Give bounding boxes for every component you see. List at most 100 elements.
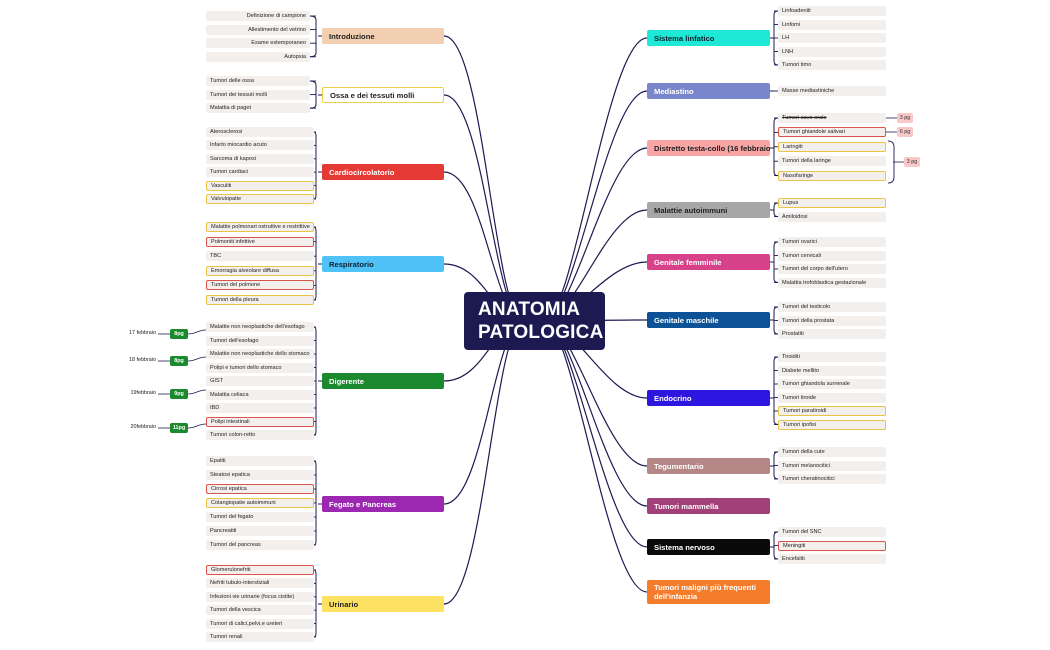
leaf-item[interactable]: Cirrosi epatica (206, 484, 314, 494)
central-topic[interactable]: ANATOMIA PATOLOGICA (464, 292, 605, 350)
connector-line (443, 35, 525, 322)
leaf-item[interactable]: Esame estemporaneo (206, 38, 310, 49)
connector-line (543, 320, 648, 593)
leaf-item[interactable]: Tumori tiroide (778, 392, 886, 403)
leaf-item[interactable]: Tumori del polmone (206, 280, 314, 291)
leaf-item[interactable]: Polipi intestinali (206, 416, 314, 427)
branch-sistema-linfatico[interactable]: Sistema linfatico (647, 30, 770, 46)
leaf-item[interactable]: Tiroiditi (778, 352, 886, 362)
leaf-item[interactable]: Tumori della prostata (778, 315, 886, 326)
leaf-item[interactable]: Definizione di campione (206, 11, 310, 21)
leaf-item[interactable]: Tumori melanocitici (778, 460, 886, 471)
leaf-item[interactable]: Malattia celiaca (206, 389, 314, 400)
leaf-item[interactable]: Tumori del testicolo (778, 302, 886, 312)
leaf-item[interactable]: Tumori colon-retto (206, 430, 314, 440)
leaf-item[interactable]: Tumori del corpo dell'utero (778, 264, 886, 274)
leaf-item[interactable]: GIST (206, 376, 314, 386)
leaf-item[interactable]: Polmoniti infettive (206, 236, 314, 247)
branch-introduzione[interactable]: Introduzione (322, 28, 444, 44)
leaf-item[interactable]: Nasofaringe (778, 170, 886, 181)
leaf-item[interactable]: IBD (206, 403, 314, 413)
leaf-item[interactable]: Linfoadeniti (778, 6, 886, 16)
leaf-item[interactable]: Tumori cavo orale (778, 113, 886, 123)
branch-sistema-nervoso[interactable]: Sistema nervoso (647, 539, 770, 555)
leaf-item[interactable]: Tumori paratiroidi (778, 406, 886, 416)
branch-genitale-femminile[interactable]: Genitale femminile (647, 254, 770, 270)
leaf-item[interactable]: Infezioni vie urinarie (focus cistite) (206, 591, 314, 602)
leaf-label: Tumori ipofisi (783, 421, 817, 428)
leaf-item[interactable]: Valvulopatie (206, 194, 314, 204)
branch-mediastino[interactable]: Mediastino (647, 83, 770, 99)
leaf-item[interactable]: Tumori del pancreas (206, 540, 314, 550)
branch-tumori-mammella[interactable]: Tumori mammella (647, 498, 770, 514)
leaf-item[interactable]: Tumori del fegato (206, 512, 314, 522)
branch-respiratorio[interactable]: Respiratorio (322, 256, 444, 272)
leaf-item[interactable]: Tumori ghiandole salivari (778, 127, 886, 138)
leaf-item[interactable]: Aterosclerosi (206, 127, 314, 137)
leaf-item[interactable]: Lupus (778, 198, 886, 208)
connector-line (543, 320, 648, 548)
leaf-item[interactable]: Pancreatiti (206, 526, 314, 536)
leaf-item[interactable]: LH (778, 33, 886, 43)
leaf-item[interactable]: Tumori ghiandola surrenale (778, 379, 886, 389)
branch-fegato-e-pancreas[interactable]: Fegato e Pancreas (322, 496, 444, 512)
leaf-item[interactable]: Malattia di paget (206, 103, 310, 114)
leaf-item[interactable]: Encefaliti (778, 554, 886, 564)
leaf-item[interactable]: Malattie non neoplastiche dell'esofago (206, 322, 314, 332)
leaf-item[interactable]: Tumori della laringe (778, 156, 886, 167)
connector-line (187, 423, 207, 429)
leaf-item[interactable]: Tumori timo (778, 60, 886, 70)
leaf-item[interactable]: TBC (206, 251, 314, 262)
leaf-item[interactable]: Vasculiti (206, 180, 314, 191)
leaf-item[interactable]: Tumori ovarici (778, 237, 886, 247)
branch-tumori-maligni-pi-frequenti-dell-infanzia[interactable]: Tumori maligni più frequenti dell'infanz… (647, 580, 770, 604)
leaf-item[interactable]: Prostatiti (778, 329, 886, 339)
leaf-item[interactable]: Malattie polmonari ostruttive e restritt… (206, 222, 314, 232)
leaf-item[interactable]: Meningiti (778, 540, 886, 551)
leaf-item[interactable]: Tumori della vescica (206, 605, 314, 616)
branch-urinario[interactable]: Urinario (322, 596, 444, 612)
leaf-item[interactable]: Tumori cervicali (778, 250, 886, 261)
leaf-item[interactable]: Tumori della pleura (206, 295, 314, 305)
leaf-item[interactable]: Malattie non neoplastiche dello stomaco (206, 349, 314, 359)
leaf-item[interactable]: Nefriti tubulo-interstiziali (206, 578, 314, 589)
leaf-item[interactable]: Malattia trofoblastica gestazionale (778, 277, 886, 288)
leaf-label: LH (782, 35, 790, 41)
branch-endocrino[interactable]: Endocrino (647, 390, 770, 406)
leaf-item[interactable]: Tumori cardiaci (206, 167, 314, 178)
branch-cardiocircolatorio[interactable]: Cardiocircolatorio (322, 164, 444, 180)
leaf-item[interactable]: Infarto miocardio acuto (206, 140, 314, 151)
leaf-item[interactable]: Tumori della cute (778, 447, 886, 457)
leaf-item[interactable]: Steatosi epatica (206, 470, 314, 480)
leaf-item[interactable]: Diabete mellito (778, 365, 886, 376)
leaf-item[interactable]: Autopsia (206, 51, 310, 62)
leaf-item[interactable]: Colangiopatie autoimmuni (206, 498, 314, 508)
branch-digerente[interactable]: Digerente (322, 373, 444, 389)
leaf-item[interactable]: Tumori del SNC (778, 527, 886, 537)
branch-genitale-maschile[interactable]: Genitale maschile (647, 312, 770, 328)
leaf-item[interactable]: Linfomi (778, 19, 886, 30)
leaf-item[interactable]: Epatiti (206, 456, 314, 466)
leaf-item[interactable]: Tumori di calici,pelvi,e ureteri (206, 618, 314, 629)
leaf-item[interactable]: Sarcoma di kaposi (206, 153, 314, 164)
leaf-item[interactable]: Tumori renali (206, 632, 314, 642)
leaf-item[interactable]: Polipi e tumori dello stomaco (206, 362, 314, 373)
leaf-item[interactable]: Tumori ipofisi (778, 419, 886, 430)
leaf-item[interactable]: Tumori dei tessuti molli (206, 89, 310, 100)
leaf-item[interactable]: Amiloidosi (778, 211, 886, 222)
leaf-item[interactable]: Emorragia alveolare diffusa (206, 265, 314, 276)
leaf-item[interactable]: Tumori cheratinocitici (778, 474, 886, 484)
branch-malattie-autoimmuni[interactable]: Malattie autoimmuni (647, 202, 770, 218)
leaf-item[interactable]: Laringiti (778, 141, 886, 152)
branch-distretto-testa-collo-febbraio-[interactable]: Distretto testa-collo (16 febbraio) (647, 140, 770, 156)
connector-line (187, 329, 207, 335)
branch-ossa-e-dei-tessuti-molli[interactable]: Ossa e dei tessuti molli (322, 87, 444, 103)
leaf-item[interactable]: Allestimento del vetrino (206, 24, 310, 35)
branch-tegumentario[interactable]: Tegumentario (647, 458, 770, 474)
leaf-item[interactable]: LNH (778, 46, 886, 57)
leaf-label: Allestimento del vetrino (248, 26, 306, 33)
leaf-item[interactable]: Masse mediastiniche (778, 86, 886, 96)
leaf-item[interactable]: Glomerulonefriti (206, 565, 314, 575)
leaf-item[interactable]: Tumori dell'esofago (206, 335, 314, 346)
leaf-item[interactable]: Tumori delle ossa (206, 76, 310, 86)
